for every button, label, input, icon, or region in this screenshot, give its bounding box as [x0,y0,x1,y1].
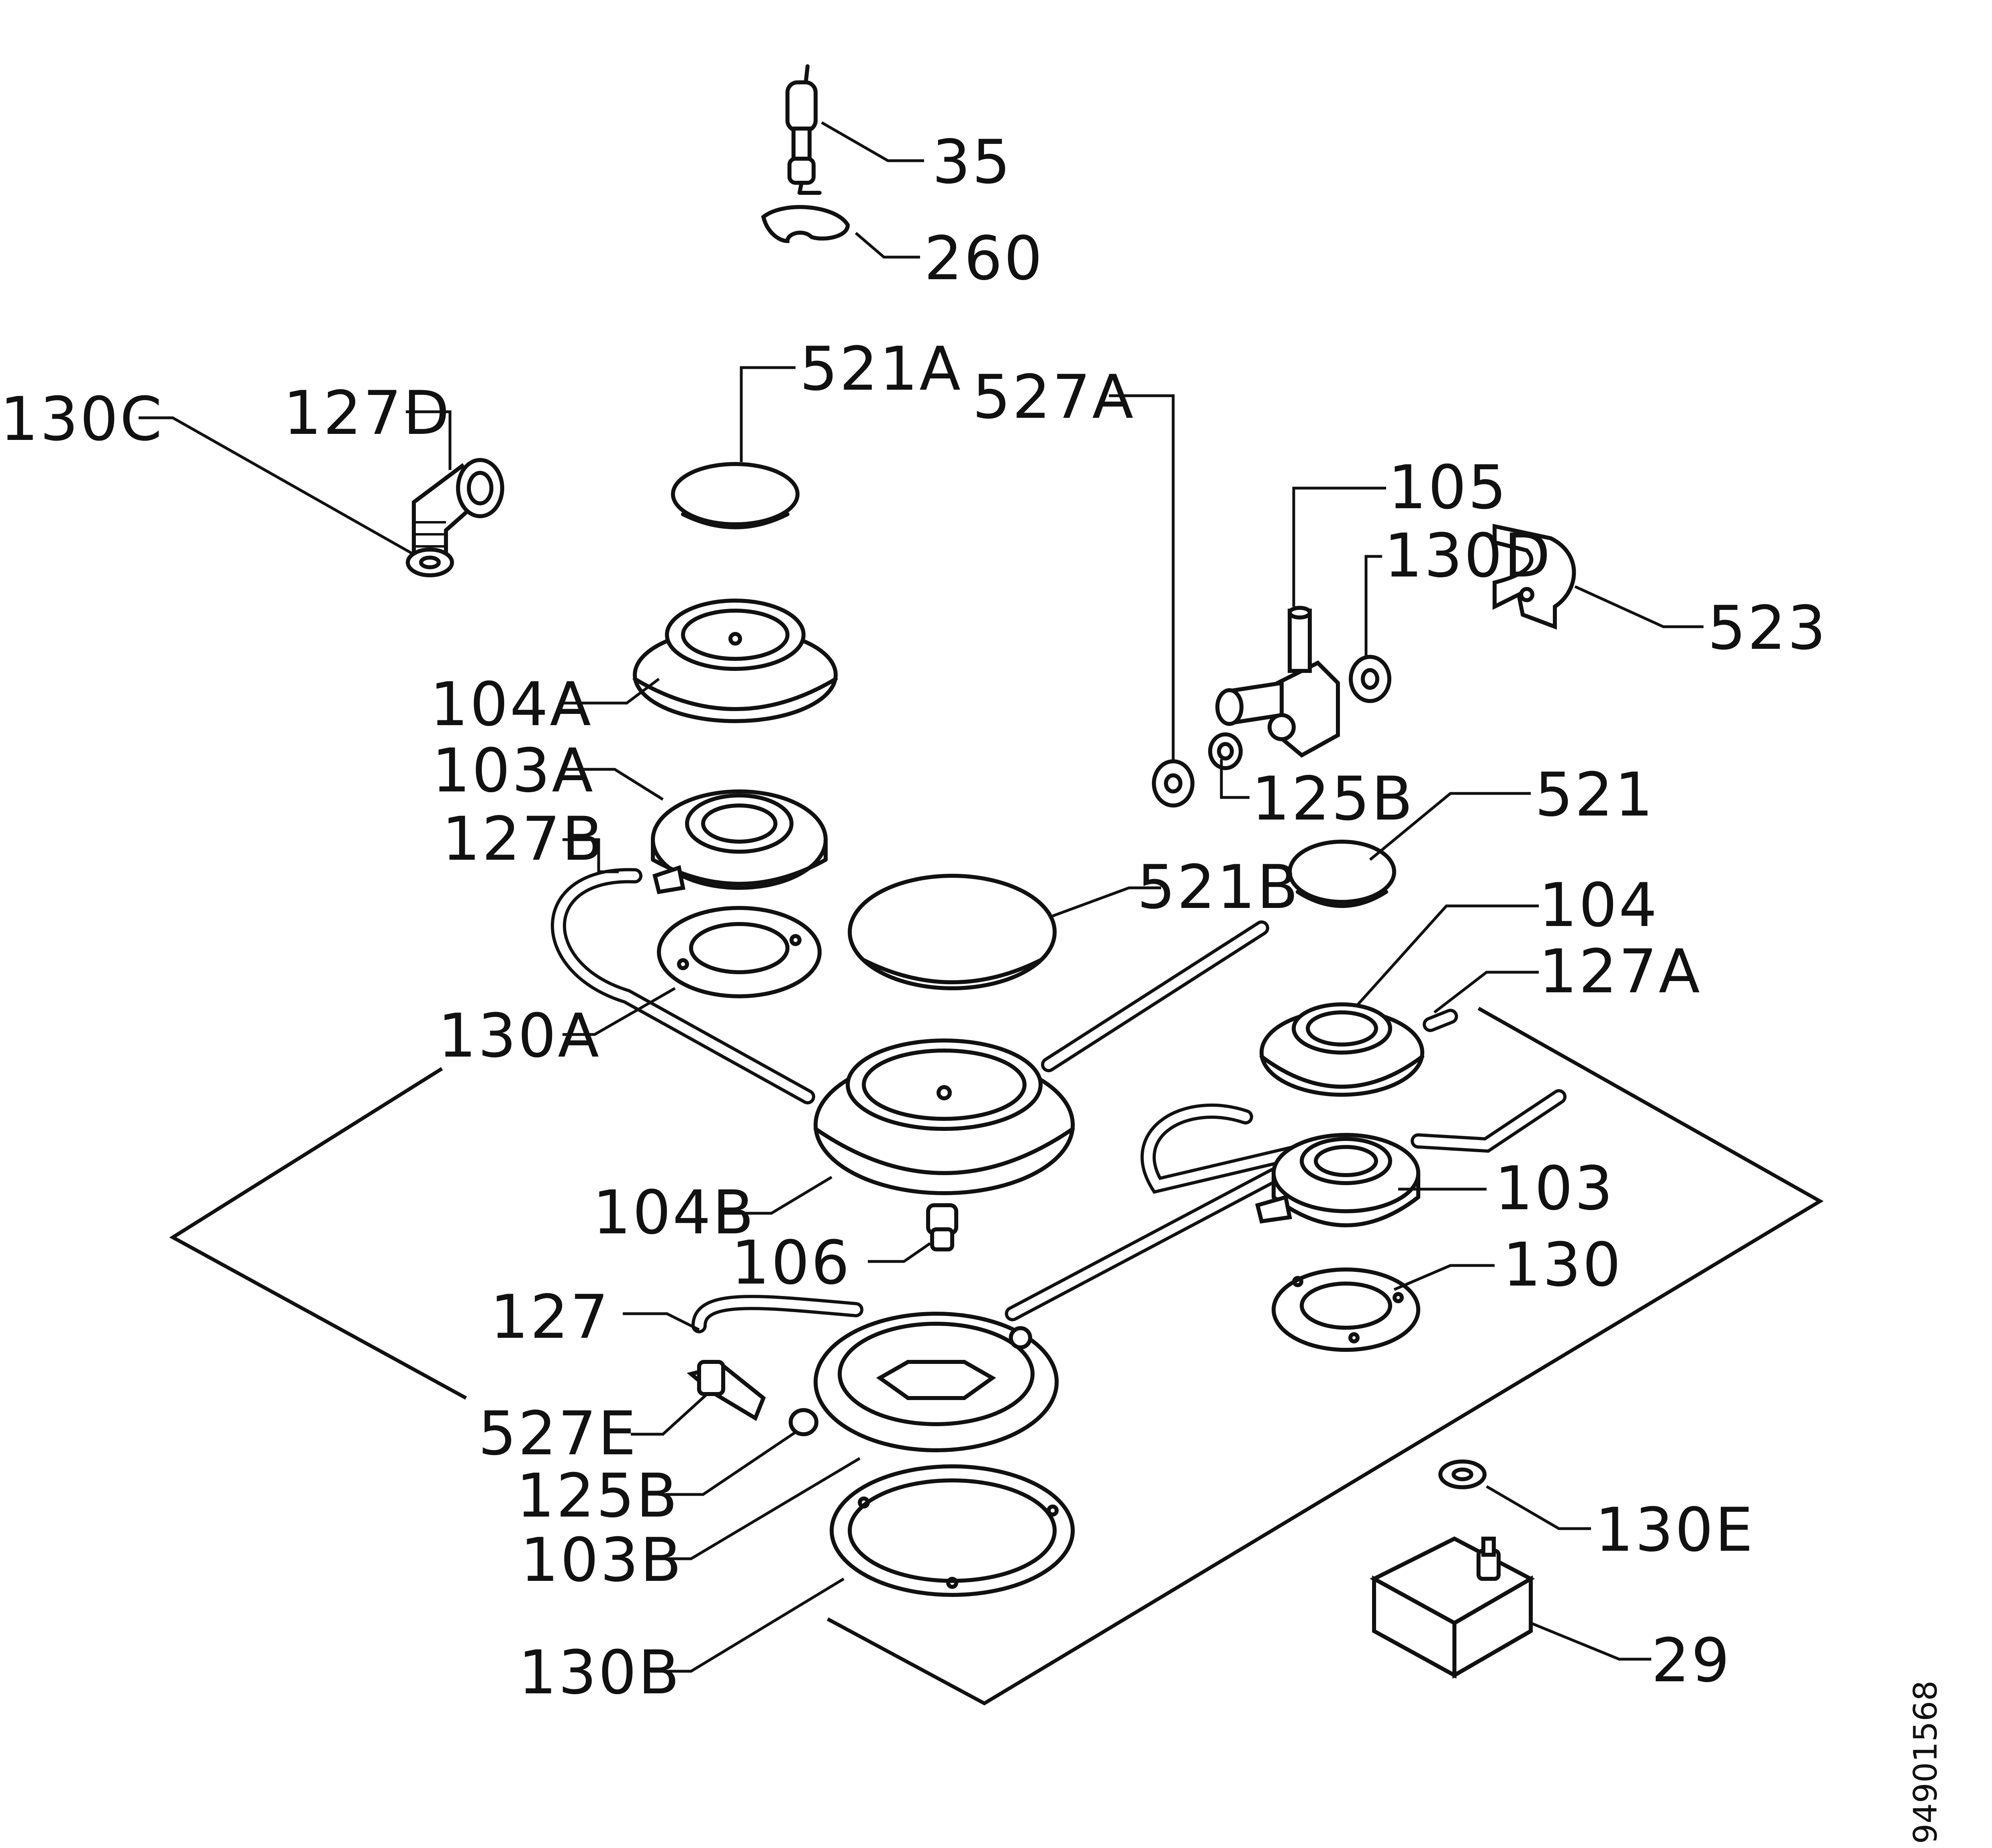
label-521B: 521B [1137,852,1300,922]
part-35-electrode [785,64,822,195]
label-130A: 130A [438,1001,601,1071]
label-130B: 130B [518,1638,681,1708]
label-29: 29 [1651,1626,1731,1696]
part-103-burner [1255,1133,1420,1227]
part-labels: 35 260 521A 527A 130C 127D 105 130D 523 … [0,127,1827,1708]
part-105-tap [1215,606,1340,758]
label-103B: 103B [520,1525,683,1595]
part-106-injector [926,1203,958,1251]
part-130C-washer [406,548,454,577]
part-103A-burner [651,789,828,894]
label-130D: 130D [1384,521,1552,591]
part-521B-cap [848,874,1057,990]
part-130A-ring [657,906,822,998]
label-127D: 127D [283,378,451,448]
label-527A: 527A [972,362,1135,432]
label-35: 35 [932,127,1012,197]
part-521-cap [1288,840,1396,908]
label-103A: 103A [432,736,595,806]
label-260: 260 [924,224,1044,294]
label-125B-top: 125B [1252,764,1414,834]
label-106: 106 [731,1228,851,1298]
part-521A-cap [671,462,800,529]
part-125B-top-nut [1208,732,1243,770]
part-130E-washer [1438,1460,1487,1489]
part-104-crown [1260,1002,1424,1097]
label-127A: 127A [1539,937,1702,1007]
part-127D-elbow [412,458,504,560]
label-527E: 527E [478,1399,638,1469]
part-103B-burner [814,1312,1059,1452]
part-527E-thermocouple [687,1360,766,1421]
label-130: 130 [1503,1230,1622,1300]
label-125B-bottom: 125B [516,1461,679,1531]
label-130C: 130C [0,384,164,454]
part-130D-washer [1349,655,1391,703]
label-127B: 127B [442,804,605,874]
part-130B-ring [830,1464,1075,1597]
document-number: 94901568 [1907,1680,1944,1844]
part-130-ring [1272,1267,1420,1352]
gas-tubes [551,868,1567,1333]
label-103: 103 [1495,1154,1614,1224]
label-521: 521 [1535,760,1655,830]
label-105: 105 [1388,453,1508,523]
label-104A: 104A [430,670,593,740]
part-104B-crown [814,1038,1075,1195]
label-521A: 521A [800,334,962,404]
part-260-clip [761,205,850,243]
leader-lines [139,121,1704,1673]
label-127: 127 [490,1282,610,1352]
part-527A-washer [1152,759,1194,807]
part-125B-bottom-nut [789,1408,818,1436]
label-104: 104 [1539,871,1659,940]
part-104A-crown [633,599,838,723]
part-29-generator [1370,1536,1535,1679]
hob-frame-outline [169,1007,1824,1706]
part-523-bracket [1493,523,1576,630]
label-523: 523 [1708,593,1827,663]
label-104B: 104B [593,1178,755,1248]
label-130E: 130E [1595,1495,1755,1565]
